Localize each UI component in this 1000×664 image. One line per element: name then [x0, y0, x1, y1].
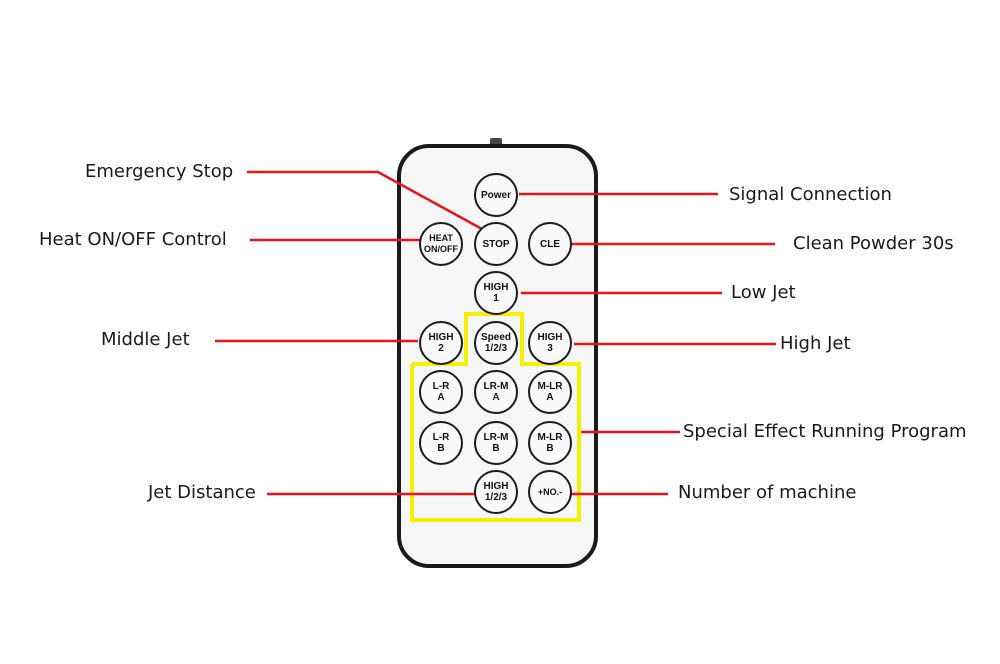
- number-label: +NO.-: [537, 486, 563, 497]
- lr-a-label: L-R A: [432, 381, 450, 403]
- lr-a-button[interactable]: L-R A: [419, 370, 463, 414]
- high-2-button[interactable]: HIGH 2: [419, 321, 463, 365]
- speed-button[interactable]: Speed 1/2/3: [474, 321, 518, 365]
- power-button[interactable]: Power: [474, 173, 518, 217]
- lrm-a-button[interactable]: LR-M A: [474, 370, 518, 414]
- label-high-jet: High Jet: [780, 333, 851, 354]
- label-clean-powder: Clean Powder 30s: [793, 233, 954, 254]
- label-signal-connection: Signal Connection: [729, 184, 892, 205]
- special-effect-highlight: [410, 312, 581, 522]
- power-button-label: Power: [480, 189, 511, 201]
- cle-button[interactable]: CLE: [528, 222, 572, 266]
- leader-lines: [215, 170, 776, 496]
- heat-button-label: HEAT ON/OFF: [424, 233, 458, 254]
- mlr-a-label: M-LR A: [537, 381, 563, 403]
- lrm-b-button[interactable]: LR-M B: [474, 421, 518, 465]
- label-number-of-machine: Number of machine: [678, 482, 857, 503]
- heat-onoff-button[interactable]: HEAT ON/OFF: [419, 222, 463, 266]
- lr-b-label: L-R B: [432, 432, 450, 454]
- cle-button-label: CLE: [540, 238, 560, 250]
- label-special-effect: Special Effect Running Program: [683, 421, 967, 442]
- mlr-b-button[interactable]: M-LR B: [528, 421, 572, 465]
- high-1-label: HIGH 1: [483, 282, 509, 304]
- label-heat-control: Heat ON/OFF Control: [39, 229, 227, 250]
- label-low-jet: Low Jet: [731, 282, 796, 303]
- label-jet-distance: Jet Distance: [148, 482, 256, 503]
- high-3-label: HIGH 3: [537, 332, 563, 354]
- high-123-label: HIGH 1/2/3: [483, 481, 509, 503]
- lr-b-button[interactable]: L-R B: [419, 421, 463, 465]
- leader-emergency-stop: [247, 170, 483, 231]
- high-1-button[interactable]: HIGH 1: [474, 271, 518, 315]
- speed-label: Speed 1/2/3: [480, 332, 511, 354]
- label-emergency-stop: Emergency Stop: [85, 161, 234, 182]
- high-123-button[interactable]: HIGH 1/2/3: [474, 470, 518, 514]
- lrm-a-label: LR-M A: [483, 381, 509, 403]
- mlr-a-button[interactable]: M-LR A: [528, 370, 572, 414]
- mlr-b-label: M-LR B: [537, 432, 563, 454]
- label-middle-jet: Middle Jet: [101, 329, 190, 350]
- high-3-button[interactable]: HIGH 3: [528, 321, 572, 365]
- high-2-label: HIGH 2: [428, 332, 454, 354]
- stop-button[interactable]: STOP: [474, 222, 518, 266]
- number-button[interactable]: +NO.-: [528, 470, 572, 514]
- lrm-b-label: LR-M B: [483, 432, 509, 454]
- stop-button-label: STOP: [482, 238, 510, 250]
